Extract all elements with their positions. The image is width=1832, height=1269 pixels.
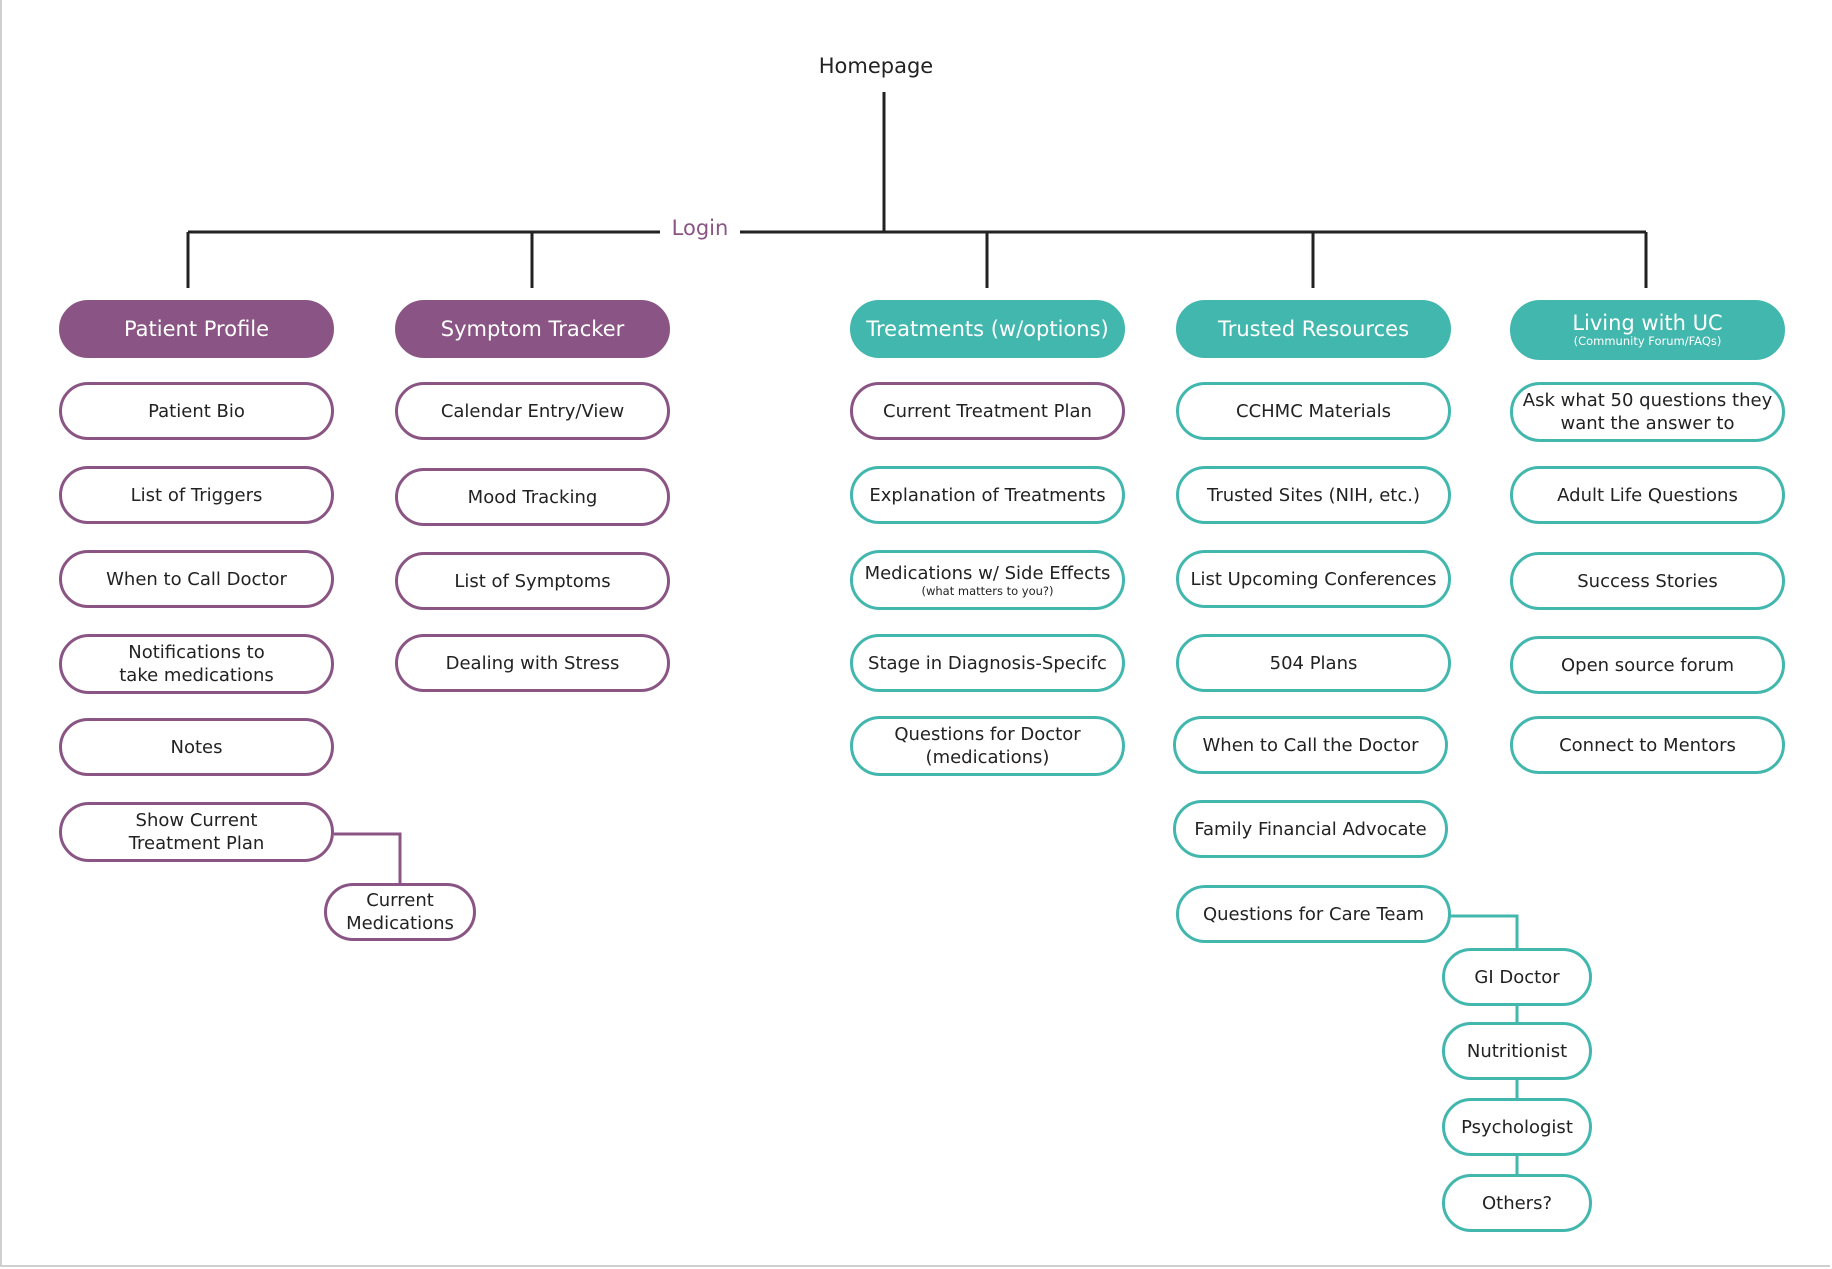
item-label: Current Medications [346, 890, 454, 934]
item-list-of-symptoms[interactable]: List of Symptoms [395, 552, 670, 610]
item-notifications-medications[interactable]: Notifications to take medications [59, 634, 334, 694]
category-title: Treatments (w/options) [866, 316, 1109, 341]
connector-current-medications [334, 832, 402, 884]
item-calendar-entry-view[interactable]: Calendar Entry/View [395, 382, 670, 440]
item-label: Medications w/ Side Effects [864, 563, 1111, 584]
category-trusted-resources[interactable]: Trusted Resources [1176, 300, 1451, 358]
item-label: Current Treatment Plan [883, 400, 1092, 422]
item-label: Nutritionist [1466, 1040, 1568, 1062]
item-label: Mood Tracking [467, 486, 598, 508]
item-trusted-sites[interactable]: Trusted Sites (NIH, etc.) [1176, 466, 1451, 524]
homepage-label[interactable]: Homepage [818, 54, 934, 78]
item-mood-tracking[interactable]: Mood Tracking [395, 468, 670, 526]
item-504-plans[interactable]: 504 Plans [1176, 634, 1451, 692]
item-when-to-call-the-doctor[interactable]: When to Call the Doctor [1173, 716, 1448, 774]
item-label: Trusted Sites (NIH, etc.) [1206, 484, 1421, 506]
item-label: Family Financial Advocate [1194, 818, 1427, 840]
item-notes[interactable]: Notes [59, 718, 334, 776]
item-label: Open source forum [1561, 654, 1734, 676]
item-stage-in-diagnosis[interactable]: Stage in Diagnosis-Specifc [850, 634, 1125, 692]
item-label: Questions for Care Team [1202, 903, 1425, 925]
item-label: Notes [170, 736, 223, 758]
item-label: Patient Bio [148, 400, 245, 422]
category-title: Living with UC [1572, 311, 1723, 335]
category-subtitle: (Community Forum/FAQs) [1573, 334, 1722, 348]
connector-care-team [1450, 914, 1519, 950]
item-open-source-forum[interactable]: Open source forum [1510, 636, 1785, 694]
item-nutritionist[interactable]: Nutritionist [1442, 1022, 1592, 1080]
item-connect-to-mentors[interactable]: Connect to Mentors [1510, 716, 1785, 774]
item-ask-50-questions[interactable]: Ask what 50 questions they want the answ… [1510, 382, 1785, 442]
item-label: List of Symptoms [454, 570, 611, 592]
category-title: Patient Profile [123, 316, 270, 341]
item-subtitle: (what matters to you?) [921, 584, 1054, 598]
category-title: Symptom Tracker [440, 316, 625, 341]
category-symptom-tracker[interactable]: Symptom Tracker [395, 300, 670, 358]
item-label: Questions for Doctor (medications) [894, 724, 1081, 768]
item-current-treatment-plan[interactable]: Current Treatment Plan [850, 382, 1125, 440]
item-label: GI Doctor [1474, 966, 1560, 988]
item-gi-doctor[interactable]: GI Doctor [1442, 948, 1592, 1006]
category-treatments[interactable]: Treatments (w/options) [850, 300, 1125, 358]
item-label: 504 Plans [1269, 652, 1358, 674]
item-label: Explanation of Treatments [869, 484, 1106, 506]
item-label: List of Triggers [130, 484, 263, 506]
item-label: Adult Life Questions [1557, 484, 1738, 506]
item-label: Success Stories [1577, 570, 1718, 592]
item-label: List Upcoming Conferences [1190, 568, 1437, 590]
category-patient-profile[interactable]: Patient Profile [59, 300, 334, 358]
item-label: When to Call the Doctor [1202, 734, 1419, 756]
item-when-to-call-doctor[interactable]: When to Call Doctor [59, 550, 334, 608]
item-label: Ask what 50 questions they want the answ… [1522, 390, 1773, 434]
item-adult-life-questions[interactable]: Adult Life Questions [1510, 466, 1785, 524]
item-list-upcoming-conferences[interactable]: List Upcoming Conferences [1176, 550, 1451, 608]
item-questions-for-doctor[interactable]: Questions for Doctor (medications) [850, 716, 1125, 776]
item-success-stories[interactable]: Success Stories [1510, 552, 1785, 610]
item-label: Connect to Mentors [1559, 734, 1736, 756]
item-patient-bio[interactable]: Patient Bio [59, 382, 334, 440]
category-living-with-uc[interactable]: Living with UC (Community Forum/FAQs) [1510, 300, 1785, 360]
item-psychologist[interactable]: Psychologist [1442, 1098, 1592, 1156]
item-explanation-of-treatments[interactable]: Explanation of Treatments [850, 466, 1125, 524]
item-label: Show Current Treatment Plan [128, 810, 265, 854]
item-list-of-triggers[interactable]: List of Triggers [59, 466, 334, 524]
item-cchmc-materials[interactable]: CCHMC Materials [1176, 382, 1451, 440]
item-label: Stage in Diagnosis-Specifc [868, 652, 1107, 674]
item-others[interactable]: Others? [1442, 1174, 1592, 1232]
item-label: Calendar Entry/View [440, 400, 625, 422]
item-questions-for-care-team[interactable]: Questions for Care Team [1176, 885, 1451, 943]
item-label: Others? [1481, 1192, 1553, 1214]
item-dealing-with-stress[interactable]: Dealing with Stress [395, 634, 670, 692]
item-label: Notifications to take medications [119, 642, 274, 686]
login-label[interactable]: Login [660, 216, 740, 240]
item-label: CCHMC Materials [1236, 400, 1391, 422]
item-current-medications[interactable]: Current Medications [324, 883, 476, 941]
item-medications-side-effects[interactable]: Medications w/ Side Effects (what matter… [850, 550, 1125, 610]
item-label: Psychologist [1461, 1116, 1573, 1138]
item-label: When to Call Doctor [106, 568, 287, 590]
item-show-current-treatment-plan[interactable]: Show Current Treatment Plan [59, 802, 334, 862]
category-title: Trusted Resources [1217, 316, 1410, 341]
item-label: Dealing with Stress [445, 652, 620, 674]
item-family-financial-advocate[interactable]: Family Financial Advocate [1173, 800, 1448, 858]
